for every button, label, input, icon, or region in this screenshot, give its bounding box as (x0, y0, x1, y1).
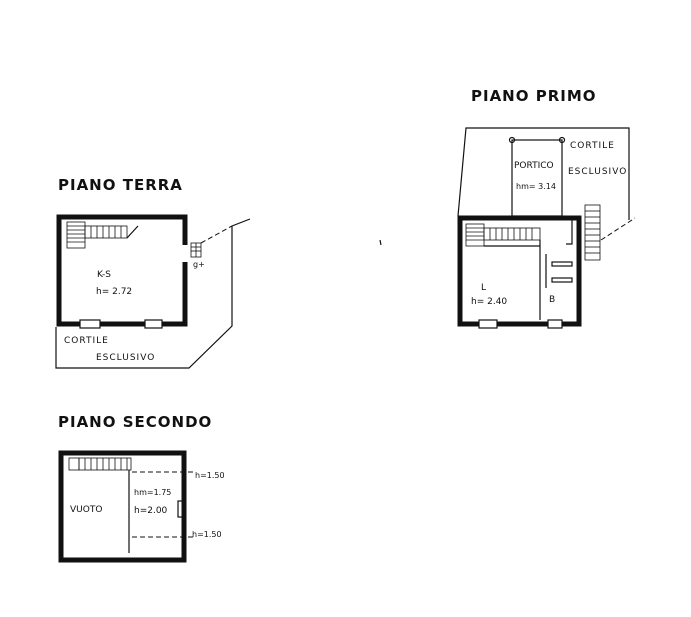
primo-bath-fixture-1 (551, 261, 573, 267)
terra-courtyard-label-1: CORTILE (64, 336, 109, 346)
secondo-window (177, 500, 185, 518)
primo-portico-height: hm= 3.14 (516, 182, 556, 191)
terra-room-height: h= 2.72 (96, 287, 132, 297)
primo-window-frame-1 (478, 319, 498, 329)
piano-terra-plan: PIANO TERRA K-S h= 2.72 (55, 176, 251, 369)
secondo-h-bottom: h=1.50 (192, 530, 222, 539)
primo-external-stair (584, 204, 601, 261)
primo-stair (465, 223, 541, 247)
piano-secondo-plan: PIANO SECONDO VUOTO hm=1.75 h=2.00 h=1.5… (58, 413, 225, 563)
stray-mark (379, 239, 382, 246)
primo-partition-2 (566, 220, 573, 245)
primo-room-l-label: L (481, 283, 486, 293)
primo-courtyard-label-2: ESCLUSIVO (568, 167, 627, 177)
piano-primo-title: PIANO PRIMO (471, 87, 597, 105)
terra-walls (56, 214, 188, 327)
primo-room-b-label: B (549, 295, 555, 305)
terra-window-frame-2 (144, 319, 163, 329)
primo-room-l-height: h= 2.40 (471, 297, 507, 307)
primo-walls (457, 215, 582, 327)
terra-stair (66, 221, 139, 249)
secondo-h-top: h=1.50 (195, 471, 225, 480)
terra-window-frame-1 (79, 319, 101, 329)
primo-courtyard-boundary (457, 127, 630, 220)
secondo-hm-label: hm=1.75 (134, 488, 171, 497)
secondo-h-label: h=2.00 (134, 506, 168, 516)
terra-room-label: K-S (97, 270, 111, 280)
primo-bath-fixture-2 (551, 277, 573, 283)
terra-courtyard-boundary (55, 218, 251, 369)
primo-courtyard-dash (600, 217, 636, 241)
terra-external-steps (190, 242, 202, 258)
secondo-stair (68, 457, 132, 471)
terra-courtyard-label-2: ESCLUSIVO (96, 353, 155, 363)
primo-window-frame-2 (547, 319, 563, 329)
piano-terra-title: PIANO TERRA (58, 176, 183, 194)
terra-courtyard-dash (200, 225, 233, 244)
primo-portico-label: PORTICO (514, 161, 554, 171)
secondo-void-label: VUOTO (70, 505, 102, 515)
piano-primo-plan: PIANO PRIMO PORTICO hm= 3.14 CORTILE ESC… (457, 87, 636, 329)
piano-secondo-title: PIANO SECONDO (58, 413, 212, 431)
primo-portico-pillar-2 (558, 136, 566, 144)
primo-courtyard-label-1: CORTILE (570, 141, 615, 151)
terra-step-mark: g+ (193, 260, 205, 269)
primo-portico-pillar-1 (508, 136, 516, 144)
primo-portico (511, 139, 563, 217)
